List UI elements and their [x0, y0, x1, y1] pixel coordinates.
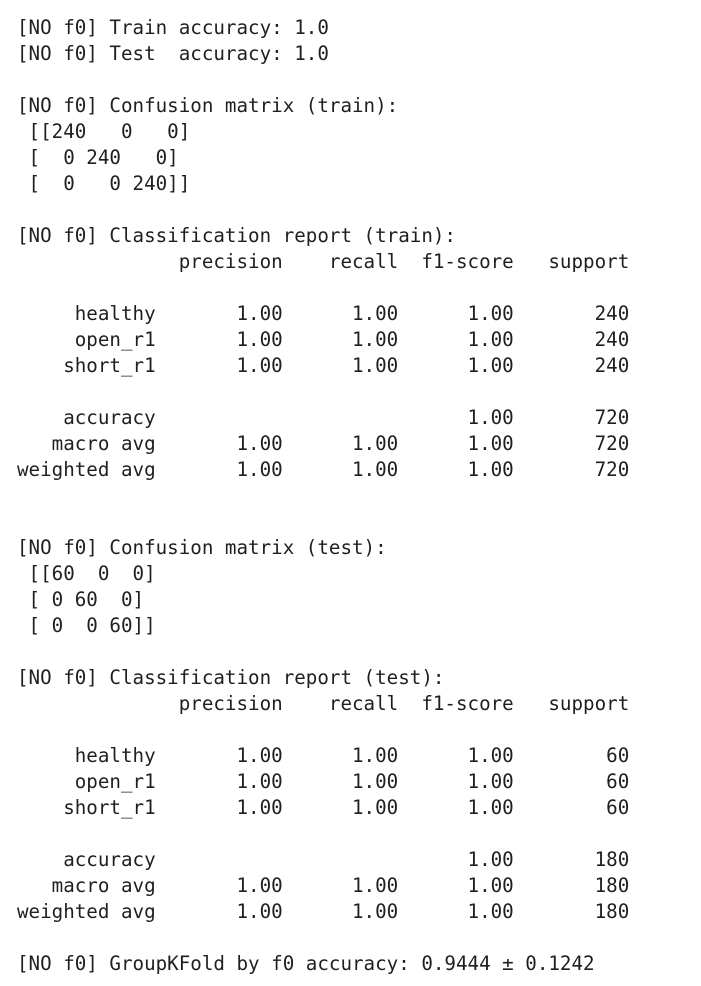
- report-test-weighted-avg-row: weighted avg 1.00 1.00 1.00 180: [17, 900, 630, 923]
- report-test-accuracy-row: accuracy 1.00 180: [17, 848, 630, 871]
- report-train-accuracy-row: accuracy 1.00 720: [17, 406, 630, 429]
- report-train-row: open_r1 1.00 1.00 1.00 240: [17, 328, 630, 351]
- blank-line: [17, 275, 701, 301]
- blank-line: [17, 821, 701, 847]
- train-accuracy-line: [NO f0] Train accuracy: 1.0: [17, 16, 329, 39]
- report-test-row: open_r1 1.00 1.00 1.00 60: [17, 770, 630, 793]
- confusion-matrix-test-row: [[60 0 0]: [17, 562, 156, 585]
- confusion-matrix-test-row: [ 0 60 0]: [17, 588, 145, 611]
- confusion-matrix-train-row: [ 0 0 240]]: [17, 172, 191, 195]
- report-train-row: short_r1 1.00 1.00 1.00 240: [17, 354, 630, 377]
- report-test-column-headers: precision recall f1-score support: [17, 692, 630, 715]
- report-test-row: short_r1 1.00 1.00 1.00 60: [17, 796, 630, 819]
- confusion-matrix-train-heading: [NO f0] Confusion matrix (train):: [17, 94, 399, 117]
- classification-report-test-heading: [NO f0] Classification report (test):: [17, 666, 445, 689]
- confusion-matrix-test-heading: [NO f0] Confusion matrix (test):: [17, 536, 387, 559]
- report-test-row: healthy 1.00 1.00 1.00 60: [17, 744, 630, 767]
- blank-line: [17, 717, 701, 743]
- test-accuracy-line: [NO f0] Test accuracy: 1.0: [17, 42, 329, 65]
- classification-report-train-heading: [NO f0] Classification report (train):: [17, 224, 456, 247]
- report-test-macro-avg-row: macro avg 1.00 1.00 1.00 180: [17, 874, 630, 897]
- blank-line: [17, 67, 701, 93]
- blank-line: [17, 379, 701, 405]
- report-train-macro-avg-row: macro avg 1.00 1.00 1.00 720: [17, 432, 630, 455]
- confusion-matrix-train-row: [[240 0 0]: [17, 120, 191, 143]
- groupkfold-accuracy-line: [NO f0] GroupKFold by f0 accuracy: 0.944…: [17, 952, 595, 975]
- blank-line: [17, 197, 701, 223]
- blank-line: [17, 639, 701, 665]
- blank-line: [17, 509, 701, 535]
- report-train-weighted-avg-row: weighted avg 1.00 1.00 1.00 720: [17, 458, 630, 481]
- report-train-column-headers: precision recall f1-score support: [17, 250, 630, 273]
- confusion-matrix-train-row: [ 0 240 0]: [17, 146, 179, 169]
- report-train-row: healthy 1.00 1.00 1.00 240: [17, 302, 630, 325]
- blank-line: [17, 483, 701, 509]
- confusion-matrix-test-row: [ 0 0 60]]: [17, 614, 156, 637]
- blank-line: [17, 925, 701, 951]
